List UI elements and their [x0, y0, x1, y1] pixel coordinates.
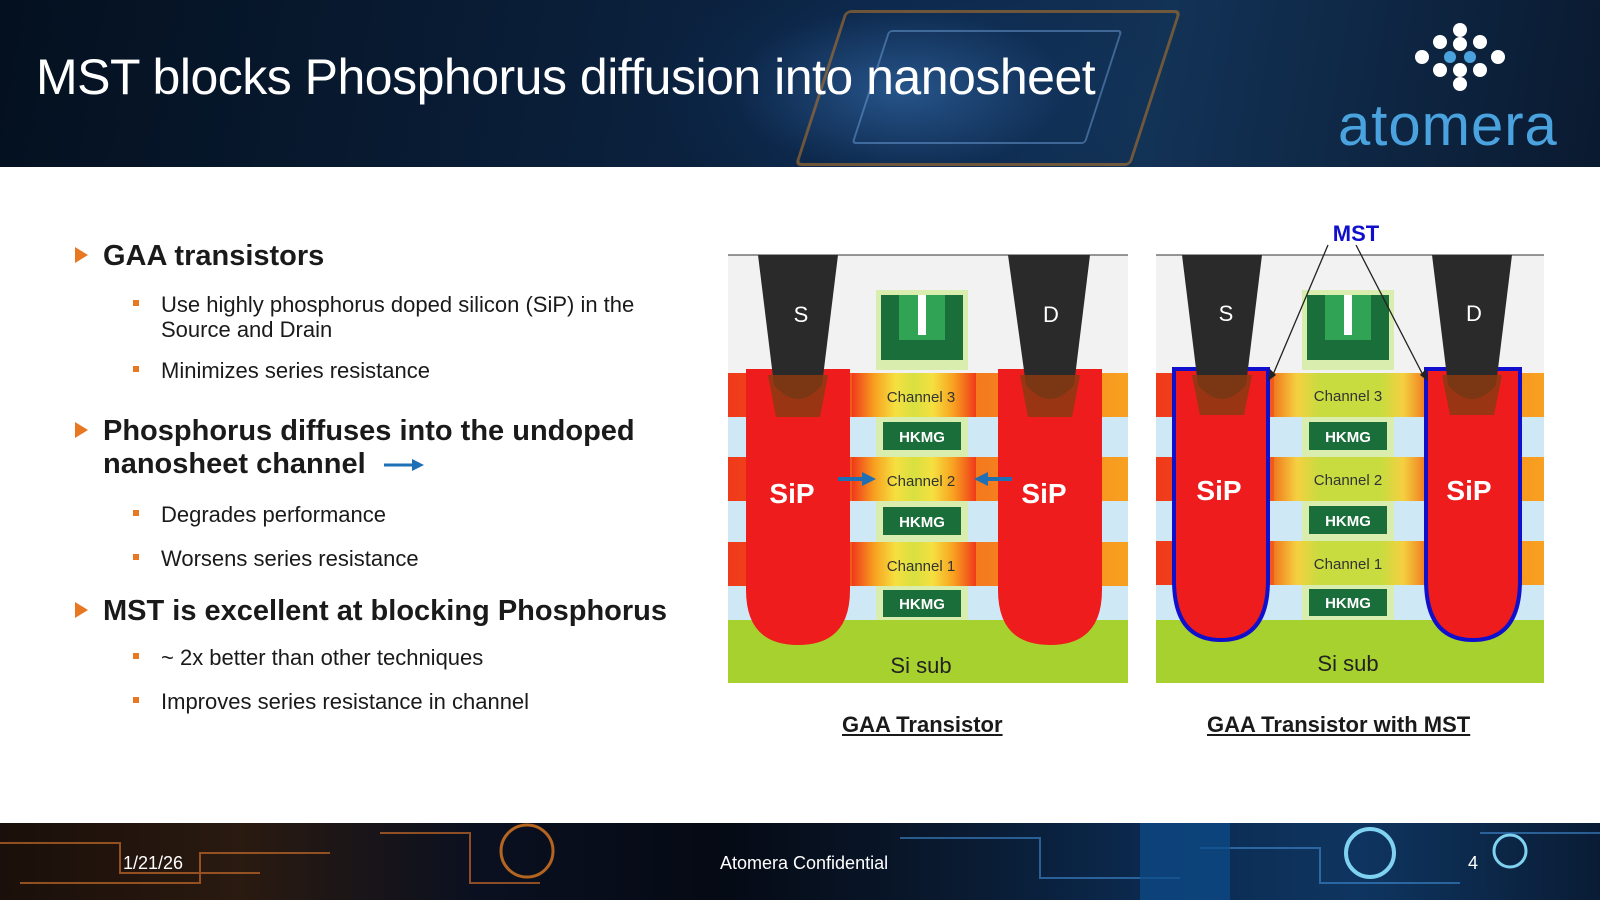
hkmg-gate: HKMG: [1302, 417, 1394, 457]
channel-label: Channel 3: [1314, 388, 1382, 405]
atomera-logo-text: atomera: [1338, 93, 1558, 158]
bullet-text: Phosphorus diffuses into the undoped nan…: [103, 415, 635, 480]
svg-text:HKMG: HKMG: [1325, 595, 1371, 612]
bullet-text: MST is excellent at blocking Phosphorus: [103, 595, 667, 627]
channel-label: Channel 1: [887, 558, 955, 575]
footer-confidential: Atomera Confidential: [720, 853, 889, 873]
svg-text:HKMG: HKMG: [1325, 513, 1371, 530]
sub-bullet-text: ~ 2x better than other techniques: [161, 645, 484, 670]
top-gate: [876, 290, 968, 370]
drain-label: D: [1043, 302, 1059, 327]
footer-circuit-graphic: [0, 823, 1600, 900]
channel-1: [852, 542, 976, 586]
slide-title: MST blocks Phosphorus diffusion into nan…: [36, 49, 1096, 105]
sip-label: SiP: [1196, 475, 1241, 506]
substrate-label: Si sub: [890, 653, 951, 678]
sub-bullet-text: Minimizes series resistance: [161, 358, 430, 383]
channel-label: Channel 3: [887, 389, 955, 406]
sub-bullet-text: Worsens series resistance: [161, 546, 419, 571]
sub-bullet-text: Degrades performance: [161, 502, 387, 527]
svg-text:HKMG: HKMG: [899, 429, 945, 446]
sip-label: SiP: [769, 478, 814, 509]
hkmg-gate: HKMG: [1302, 501, 1394, 541]
source-label: S: [794, 302, 809, 327]
diffusion-arrow-icon: [838, 472, 876, 486]
svg-text:HKMG: HKMG: [899, 514, 945, 531]
sip-label: SiP: [1446, 475, 1491, 506]
drain-contact: [1008, 255, 1090, 399]
hkmg-gate: HKMG: [876, 417, 968, 457]
source-contact: [758, 255, 838, 399]
hkmg-gate: HKMG: [1302, 585, 1394, 620]
drain-label: D: [1466, 301, 1482, 326]
sip-source-region: [746, 369, 850, 645]
sub-bullet-text: Improves series resistance in channel: [161, 689, 530, 714]
bullet-text: GAA transistors: [103, 240, 325, 272]
mst-label: MST: [1333, 221, 1380, 246]
footer-date: 1/21/26: [123, 853, 184, 873]
source-label: S: [1219, 301, 1234, 326]
channel-label: Channel 1: [1314, 556, 1382, 573]
channel-label: Channel 2: [1314, 472, 1382, 489]
sip-label: SiP: [1021, 478, 1066, 509]
top-gate: [1302, 290, 1394, 370]
source-contact: [1182, 255, 1262, 399]
substrate-label: Si sub: [1317, 651, 1378, 676]
hkmg-gate: HKMG: [876, 501, 968, 542]
channel-2: [1274, 457, 1426, 501]
footer-page-number: 4: [1468, 853, 1479, 873]
header-glow: [640, 0, 1160, 167]
sip-drain-region-mst: [1424, 367, 1522, 643]
bullet-arrow-icon: [75, 247, 88, 263]
bullet-arrow-icon: [75, 422, 88, 438]
drain-contact: [1432, 255, 1512, 399]
sub-bullet-square-icon: [133, 653, 139, 659]
sub-bullet-square-icon: [133, 697, 139, 703]
sub-bullet-square-icon: [133, 510, 139, 516]
caption-gaa-transistor-mst: GAA Transistor with MST: [1207, 712, 1471, 737]
gaa-transistor-diagram: Channel 3 Channel 2 Channel 1 HKMG HKMG …: [728, 254, 1128, 683]
hkmg-gate: HKMG: [876, 586, 968, 620]
sip-drain-region: [998, 369, 1102, 645]
bullet-arrow-icon: [75, 602, 88, 618]
atomera-logo-icon: [1415, 23, 1505, 91]
svg-text:HKMG: HKMG: [1325, 429, 1371, 446]
sip-source-region-mst: [1172, 367, 1270, 643]
footer-banner: [0, 823, 1600, 900]
sub-bullet-square-icon: [133, 554, 139, 560]
svg-text:HKMG: HKMG: [899, 596, 945, 613]
channel-1: [1274, 541, 1426, 585]
blue-right-arrow-icon: [383, 459, 424, 472]
sub-bullet-text: Use highly phosphorus doped silicon (SiP…: [161, 292, 635, 342]
gaa-transistor-mst-diagram: MST Channel 3 Channel 2 Channel 1 HKMG H…: [1156, 221, 1544, 683]
channel-label: Channel 2: [887, 473, 955, 490]
sub-bullet-square-icon: [133, 300, 139, 306]
diffusion-arrow-icon: [974, 472, 1012, 486]
header-banner: MST blocks Phosphorus diffusion into nan…: [0, 0, 1600, 167]
caption-gaa-transistor: GAA Transistor: [842, 712, 1003, 737]
mst-pointer-lines: [1271, 244, 1425, 378]
channel-3: [1274, 373, 1426, 417]
sub-bullet-square-icon: [133, 366, 139, 372]
channel-3: [852, 373, 976, 417]
